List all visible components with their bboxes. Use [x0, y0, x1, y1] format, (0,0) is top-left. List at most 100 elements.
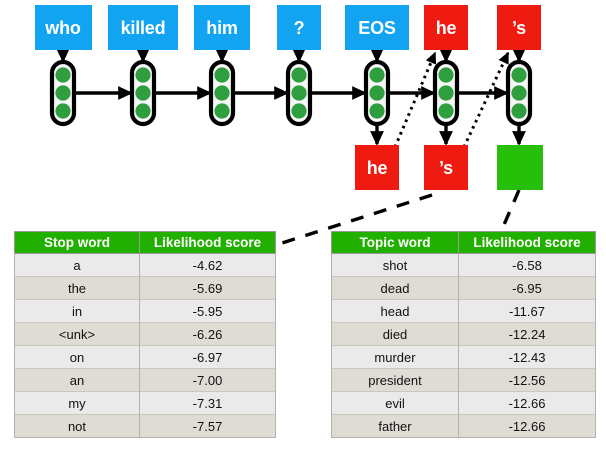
cell-unit [291, 67, 307, 83]
cell-score: -12.56 [458, 368, 596, 392]
cell-unit [369, 85, 385, 101]
output-token-box[interactable]: ’s [424, 145, 468, 190]
cell-score: -7.57 [139, 414, 276, 438]
cell-score: -6.26 [139, 322, 276, 346]
output-token-box-blank[interactable] [497, 145, 543, 190]
cell-score: -11.67 [458, 299, 596, 323]
cell-score: -7.00 [139, 368, 276, 392]
rnn-cells [49, 59, 533, 127]
cell-unit [135, 85, 151, 101]
cell-unit [291, 103, 307, 119]
cell-word: the [14, 276, 140, 300]
cell-score: -6.95 [458, 276, 596, 300]
cell-unit [214, 85, 230, 101]
cell-unit [511, 67, 527, 83]
arrow-feedback-dotted [462, 51, 510, 148]
cell-score: -12.66 [458, 414, 596, 438]
cell-unit [369, 103, 385, 119]
table-row: father-12.66 [331, 414, 596, 438]
connector-topicword [495, 189, 521, 242]
cell-unit [214, 67, 230, 83]
table-row: murder-12.43 [331, 345, 596, 369]
cell-word: died [331, 322, 459, 346]
rnn-cell [129, 59, 157, 127]
connector-stopword [281, 193, 433, 245]
input-token-box[interactable]: who [34, 5, 92, 50]
output-token-box[interactable]: he [355, 145, 399, 190]
cell-unit [55, 67, 71, 83]
cell-unit [438, 103, 454, 119]
cell-unit [511, 103, 527, 119]
cell-score: -6.58 [458, 253, 596, 277]
rnn-cell [505, 59, 533, 127]
table-row: head-11.67 [331, 299, 596, 323]
cell-unit [291, 85, 307, 101]
cell-word: murder [331, 345, 459, 369]
input-token-box[interactable]: ? [277, 5, 321, 50]
cell-unit [55, 103, 71, 119]
cell-score: -7.31 [139, 391, 276, 415]
cell-word: head [331, 299, 459, 323]
cell-score: -5.95 [139, 299, 276, 323]
table-row: a-4.62 [14, 253, 276, 277]
cell-unit [135, 103, 151, 119]
table-row: the-5.69 [14, 276, 276, 300]
table-header-row: Topic word Likelihood score [331, 231, 596, 254]
table-row: not-7.57 [14, 414, 276, 438]
cell-unit [55, 85, 71, 101]
cell-score: -5.69 [139, 276, 276, 300]
input-token-box[interactable]: him [194, 5, 250, 50]
rnn-cell [363, 59, 391, 127]
input-token-box[interactable]: EOS [345, 5, 409, 50]
cell-word: father [331, 414, 459, 438]
table-row: <unk>-6.26 [14, 322, 276, 346]
column-header-word: Stop word [14, 231, 140, 254]
diagram-arrows [56, 48, 526, 148]
cell-word: in [14, 299, 140, 323]
cell-score: -12.43 [458, 345, 596, 369]
table-row: shot-6.58 [331, 253, 596, 277]
cell-word: on [14, 345, 140, 369]
cell-unit [511, 85, 527, 101]
input-token-box[interactable]: ’s [497, 5, 541, 50]
column-header-score: Likelihood score [458, 231, 596, 254]
table-connector-lines [281, 189, 521, 245]
cell-score: -6.97 [139, 345, 276, 369]
cell-unit [135, 67, 151, 83]
table-row: an-7.00 [14, 368, 276, 392]
cell-word: <unk> [14, 322, 140, 346]
cell-word: evil [331, 391, 459, 415]
rnn-cell [208, 59, 236, 127]
cell-word: not [14, 414, 140, 438]
rnn-cell [285, 59, 313, 127]
input-token-box[interactable]: killed [108, 5, 178, 50]
table-row: dead-6.95 [331, 276, 596, 300]
cell-unit [369, 67, 385, 83]
cell-score: -4.62 [139, 253, 276, 277]
column-header-score: Likelihood score [139, 231, 276, 254]
table-row: my-7.31 [14, 391, 276, 415]
cell-word: a [14, 253, 140, 277]
cell-word: president [331, 368, 459, 392]
input-token-box[interactable]: he [424, 5, 468, 50]
cell-unit [438, 85, 454, 101]
arrow-feedback-dotted [393, 51, 437, 148]
rnn-cell [432, 59, 460, 127]
cell-score: -12.24 [458, 322, 596, 346]
table-header-row: Stop word Likelihood score [14, 231, 276, 254]
table-row: evil-12.66 [331, 391, 596, 415]
table-row: president-12.56 [331, 368, 596, 392]
cell-score: -12.66 [458, 391, 596, 415]
cell-unit [438, 67, 454, 83]
rnn-cell [49, 59, 77, 127]
cell-word: shot [331, 253, 459, 277]
cell-word: an [14, 368, 140, 392]
table-row: died-12.24 [331, 322, 596, 346]
column-header-word: Topic word [331, 231, 459, 254]
